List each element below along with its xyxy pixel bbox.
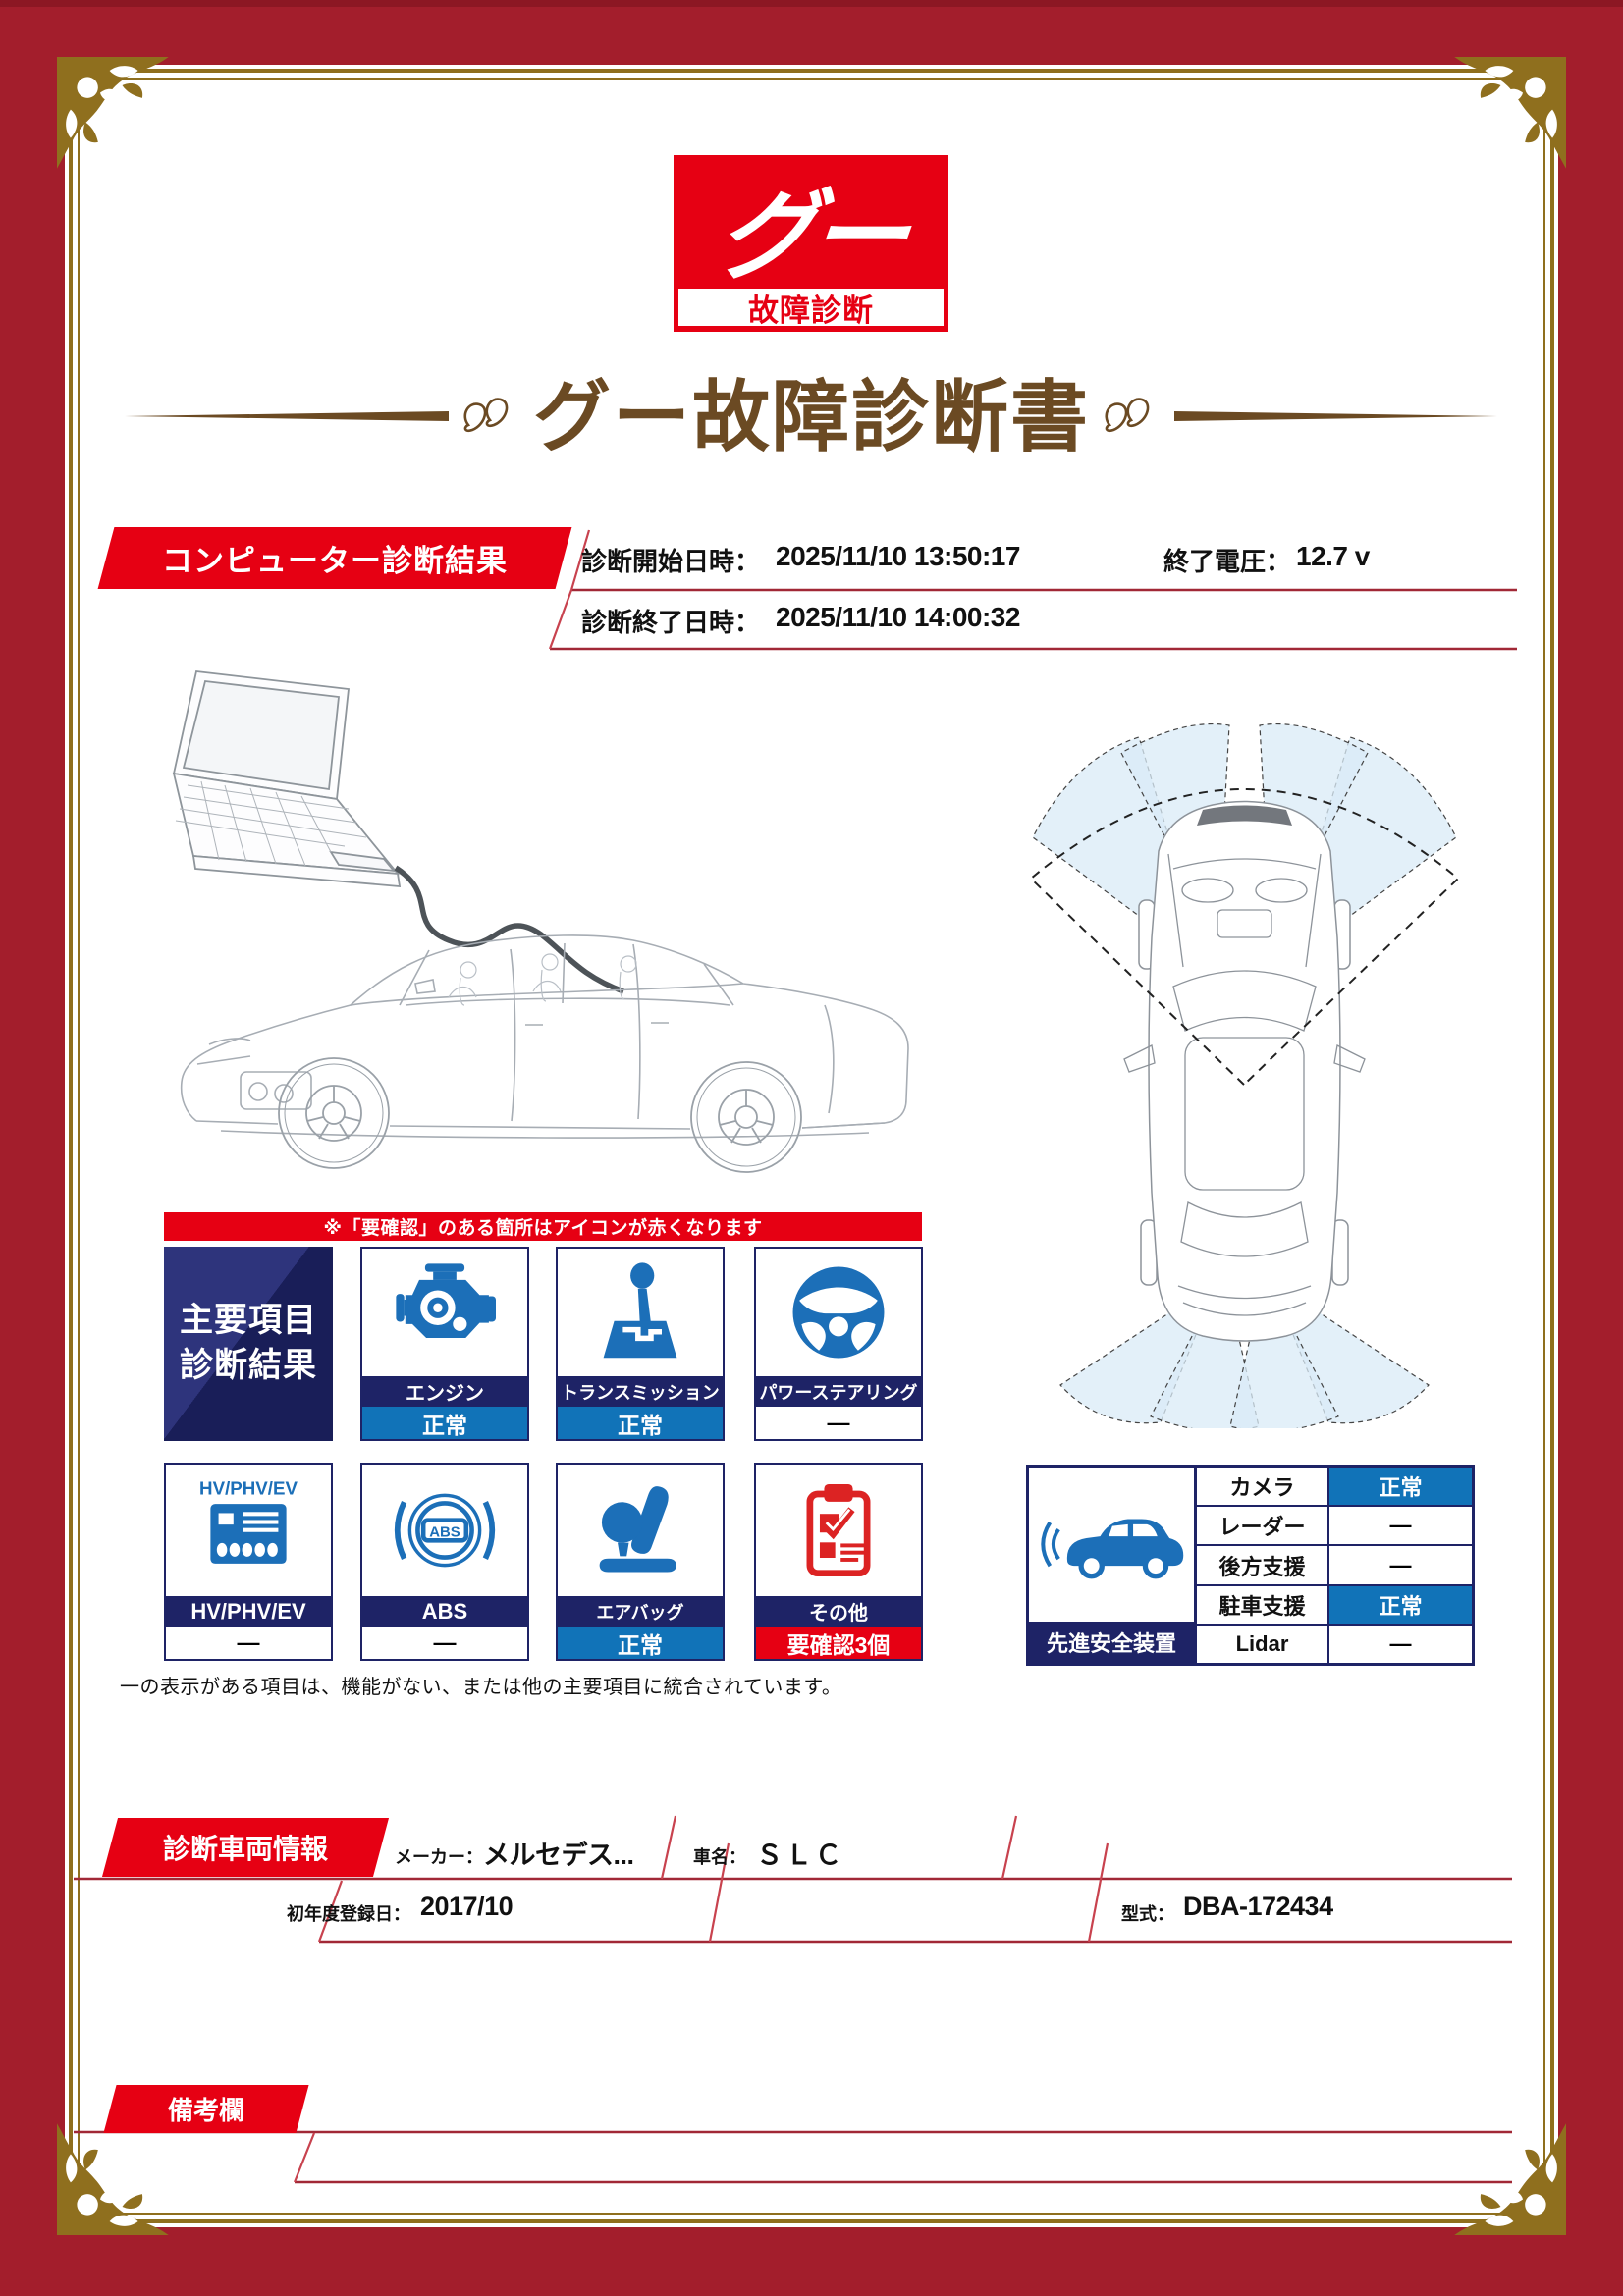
title-left-flourish-icon: [463, 398, 509, 433]
advanced-safety-label: 先進安全装置: [1029, 1622, 1194, 1663]
safety-row-status: ―: [1329, 1625, 1472, 1664]
safety-row-parking-support: 駐車支援 正常: [1197, 1585, 1472, 1626]
warning-notice-text: ※「要確認」のある箇所はアイコンが赤くなります: [323, 1218, 763, 1239]
safety-car-icon: [1041, 1519, 1184, 1578]
goo-logo-mark: グー: [712, 181, 908, 292]
title-right-line: [1174, 411, 1498, 421]
steering-wheel-icon: [792, 1266, 885, 1359]
result-cell-engine: エンジン 正常: [360, 1247, 529, 1441]
model-code-value: DBA-172434: [1183, 1892, 1333, 1921]
safety-row-radar: レーダー ―: [1197, 1507, 1472, 1547]
airbag-icon: [599, 1486, 676, 1573]
result-status: ―: [166, 1627, 331, 1659]
result-name: トランスミッション: [558, 1376, 723, 1407]
svg-text:ABS: ABS: [429, 1523, 460, 1540]
frame-top-dark-line: [0, 0, 1623, 7]
corner-ornament-icon: [57, 57, 169, 169]
results-footnote: 一の表示がある項目は、機能がない、または他の主要項目に統合されています。: [120, 1677, 842, 1698]
advanced-safety-table: 先進安全装置 カメラ 正常 レーダー ― 後方支援 ― 駐車支援 正常 Lida…: [1026, 1465, 1475, 1666]
main-results-label-box: 主要項目 診断結果: [164, 1247, 333, 1441]
diagnosis-end-value: 2025/11/10 14:00:32: [776, 602, 1020, 632]
result-name: HV/PHV/EV: [166, 1596, 331, 1627]
end-voltage-label: 終了電圧：: [1163, 547, 1292, 576]
result-status: ―: [756, 1407, 921, 1439]
maker-value: メルセデス...: [483, 1841, 634, 1870]
safety-row-rear-support: 後方支援 ―: [1197, 1546, 1472, 1586]
goo-logo: グー 故障診断: [674, 155, 948, 332]
svg-text:HV/PHV/EV: HV/PHV/EV: [199, 1478, 298, 1499]
section-banner-label: 備考欄: [167, 2096, 244, 2125]
section-banner-label: 診断車両情報: [162, 1834, 328, 1864]
section-banner-computer-diagnosis: コンピューター診断結果: [97, 527, 572, 589]
sensor-coverage-top-view-illustration: [1029, 722, 1460, 1428]
frame-top: [0, 0, 1623, 65]
transmission-icon: [603, 1262, 677, 1359]
model-code-label: 型式：: [1121, 1904, 1174, 1924]
safety-row-camera: カメラ 正常: [1197, 1468, 1472, 1508]
clipboard-check-icon: [806, 1483, 871, 1577]
result-name: ABS: [362, 1596, 527, 1627]
result-status: 要確認3個: [756, 1627, 921, 1659]
safety-row-status: 正常: [1329, 1468, 1472, 1506]
car-name-value: ＳＬＣ: [756, 1841, 844, 1870]
result-status: 正常: [558, 1407, 723, 1439]
engine-icon: [396, 1263, 496, 1338]
section-banner-label: コンピューター診断結果: [162, 544, 508, 578]
safety-row-name: 後方支援: [1197, 1546, 1329, 1584]
safety-row-name: 駐車支援: [1197, 1585, 1329, 1624]
result-cell-abs: ABS ABS ―: [360, 1463, 529, 1661]
result-name: その他: [756, 1596, 921, 1627]
result-name: エンジン: [362, 1376, 527, 1407]
result-cell-power-steering: パワーステアリング ―: [754, 1247, 923, 1441]
first-registration-value: 2017/10: [420, 1892, 514, 1921]
page-title: グー故障診断書: [533, 372, 1090, 460]
goo-logo-caption: 故障診断: [678, 289, 944, 328]
frame-right: [1558, 0, 1623, 2296]
corner-ornament-icon: [1454, 57, 1566, 169]
title-left-line: [125, 411, 449, 421]
end-voltage-value: 12.7 v: [1296, 541, 1370, 571]
result-name: パワーステアリング: [756, 1376, 921, 1407]
obd-cable: [394, 865, 624, 994]
corner-ornament-icon: [1454, 2123, 1566, 2235]
hv-phv-ev-icon: HV/PHV/EV: [199, 1478, 298, 1564]
result-status: 正常: [362, 1407, 527, 1439]
safety-row-name: Lidar: [1197, 1625, 1329, 1664]
frame-bottom: [0, 2227, 1623, 2296]
safety-row-name: レーダー: [1197, 1507, 1329, 1545]
advanced-safety-rows: カメラ 正常 レーダー ― 後方支援 ― 駐車支援 正常 Lidar ―: [1197, 1468, 1472, 1664]
laptop-car-diagnostic-illustration: [172, 670, 909, 1173]
safety-row-status: ―: [1329, 1546, 1472, 1584]
safety-row-lidar: Lidar ―: [1197, 1625, 1472, 1664]
warning-notice-strip: ※「要確認」のある箇所はアイコンが赤くなります: [164, 1212, 922, 1241]
section-banner-vehicle-info: 診断車両情報: [101, 1818, 390, 1877]
safety-row-name: カメラ: [1197, 1468, 1329, 1506]
maker-label: メーカー：: [395, 1847, 483, 1867]
result-cell-other: その他 要確認3個: [754, 1463, 923, 1661]
first-registration-label: 初年度登録日：: [287, 1904, 410, 1924]
diagnosis-start-label: 診断開始日時：: [581, 547, 761, 576]
result-status: ―: [362, 1627, 527, 1659]
result-cell-hv-phv-ev: HV/PHV/EV HV/PHV/EV ―: [164, 1463, 333, 1661]
frame-left: [0, 0, 65, 2296]
diagnosis-start-value: 2025/11/10 13:50:17: [776, 541, 1020, 571]
safety-row-status: ―: [1329, 1507, 1472, 1545]
result-cell-transmission: トランスミッション 正常: [556, 1247, 725, 1441]
abs-icon: ABS: [394, 1493, 496, 1568]
title-row: グー故障診断書: [0, 369, 1623, 463]
main-results-label-line2: 診断結果: [180, 1347, 317, 1384]
result-cell-airbag: エアバッグ 正常: [556, 1463, 725, 1661]
main-results-label-line1: 主要項目: [180, 1302, 317, 1340]
car-name-label: 車名：: [693, 1847, 746, 1867]
section-banner-remarks: 備考欄: [103, 2085, 309, 2133]
diagnosis-end-label: 診断終了日時：: [581, 608, 761, 637]
result-status: 正常: [558, 1627, 723, 1659]
title-right-flourish-icon: [1105, 398, 1150, 433]
safety-row-status: 正常: [1329, 1585, 1472, 1624]
advanced-safety-icon-cell: 先進安全装置: [1029, 1468, 1197, 1663]
result-name: エアバッグ: [558, 1596, 723, 1627]
